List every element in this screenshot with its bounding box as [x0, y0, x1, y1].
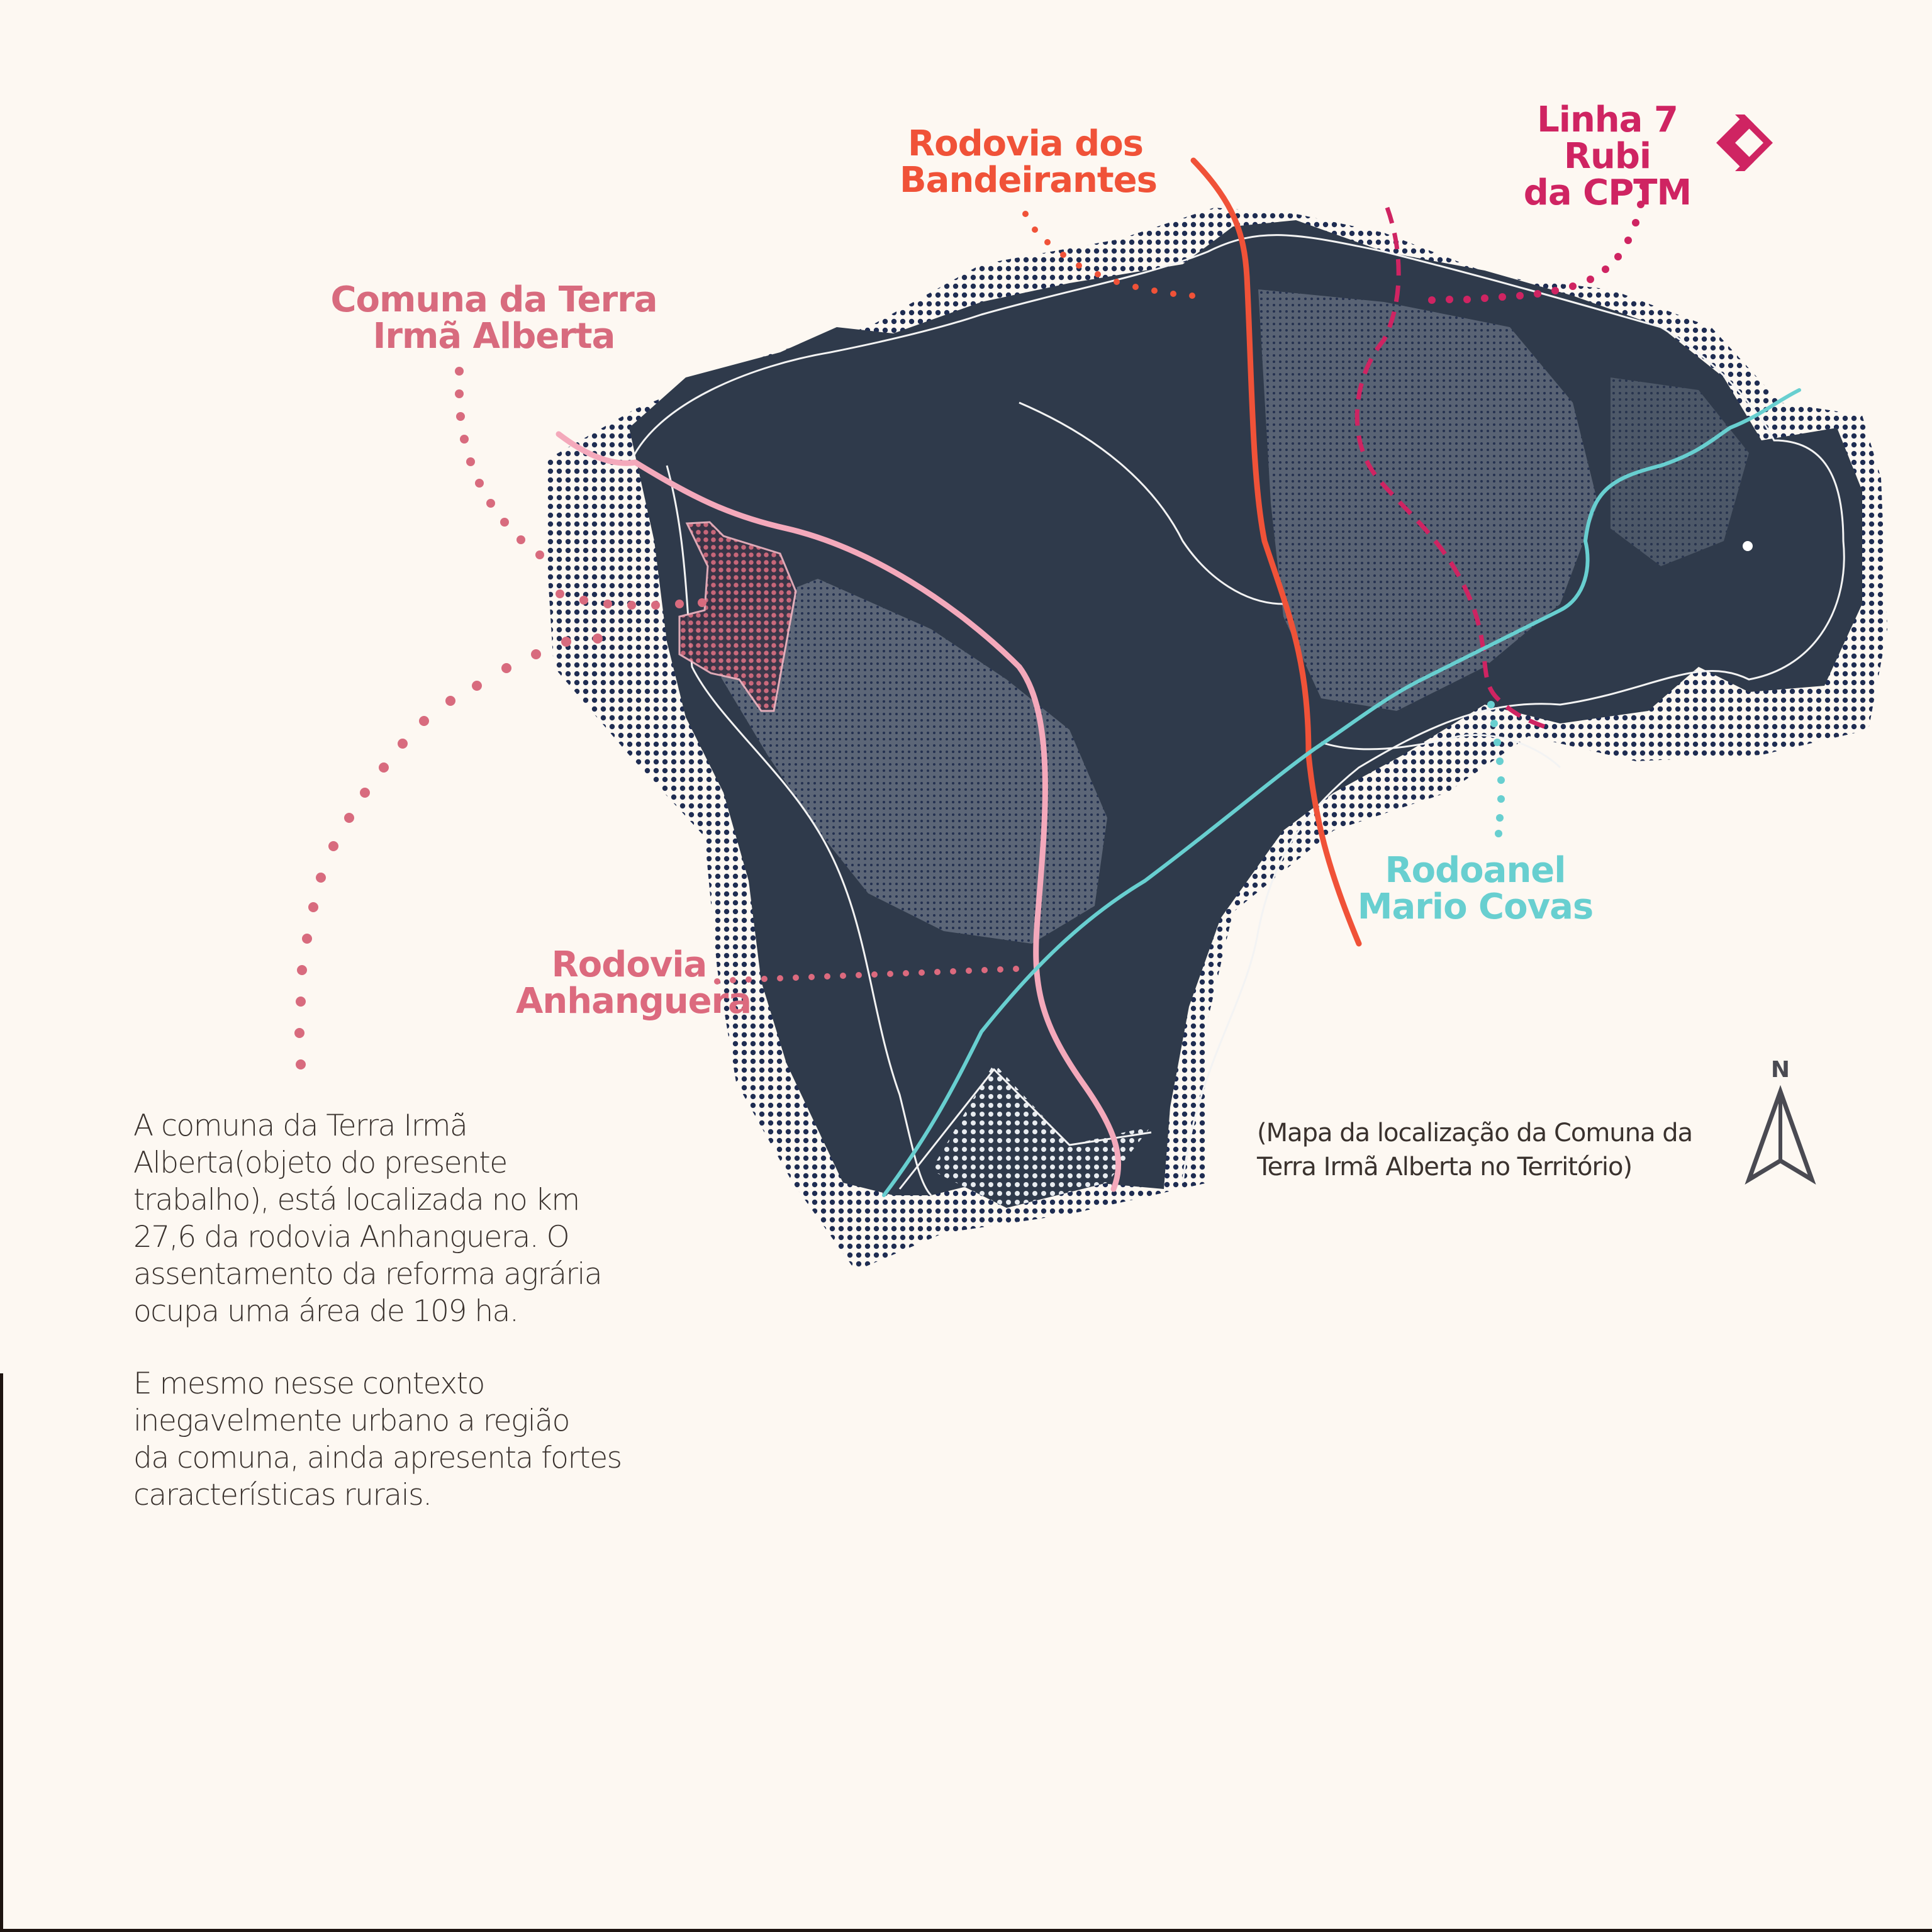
- rodovia-anhanguera-line: [556, 431, 1122, 1192]
- description-paragraph-1: A comuna da Terra Irmã Alberta(objeto do…: [133, 1108, 603, 1329]
- southwest-halftone-inlet: [931, 1063, 1151, 1208]
- leader-comuna: [455, 367, 706, 610]
- comuna-area-polygon: [678, 521, 797, 712]
- label-rodoanel-mario-covas: Rodoanel Mario Covas: [1357, 850, 1594, 927]
- frame-bottom-rule: [0, 1929, 1932, 1932]
- north-arrow-icon: [1745, 1085, 1816, 1185]
- label-rodovia-bandeirantes: Rodovia dos Bandeirantes: [900, 123, 1158, 201]
- rodovia-bandeirantes-line: [1190, 157, 1362, 947]
- label-linha7-cptm: Linha 7 Rubi da CPTM: [1523, 99, 1692, 213]
- location-dot: [1743, 541, 1753, 551]
- leader-anhanguera: [714, 966, 1019, 985]
- north-label: N: [1770, 1057, 1790, 1083]
- cptm-logo-icon: [1716, 114, 1773, 171]
- description-paragraph-2: E mesmo nesse contexto inegavelmente urb…: [133, 1366, 622, 1512]
- leader-cptm: [1428, 182, 1647, 304]
- urban-area-northeast: [1611, 377, 1749, 566]
- leader-comuna-arc: [294, 634, 603, 1069]
- urban-area-west: [692, 579, 1107, 944]
- linha7-cptm-line: [1354, 206, 1555, 732]
- frame-left-rule: [0, 1373, 3, 1932]
- label-rodovia-anhanguera: Rodovia Anhanguera: [516, 944, 752, 1022]
- leader-rodoanel: [1487, 701, 1505, 837]
- rodoanel-line: [882, 388, 1801, 1197]
- municipal-boundaries: [628, 234, 1845, 1197]
- leader-bandeirantes: [1022, 211, 1195, 299]
- urban-area-east: [1258, 289, 1598, 711]
- map-caption: (Mapa da localização da Comuna da Terra …: [1257, 1119, 1693, 1181]
- label-comuna-terra-irma-alberta: Comuna da Terra Irmã Alberta: [330, 279, 657, 357]
